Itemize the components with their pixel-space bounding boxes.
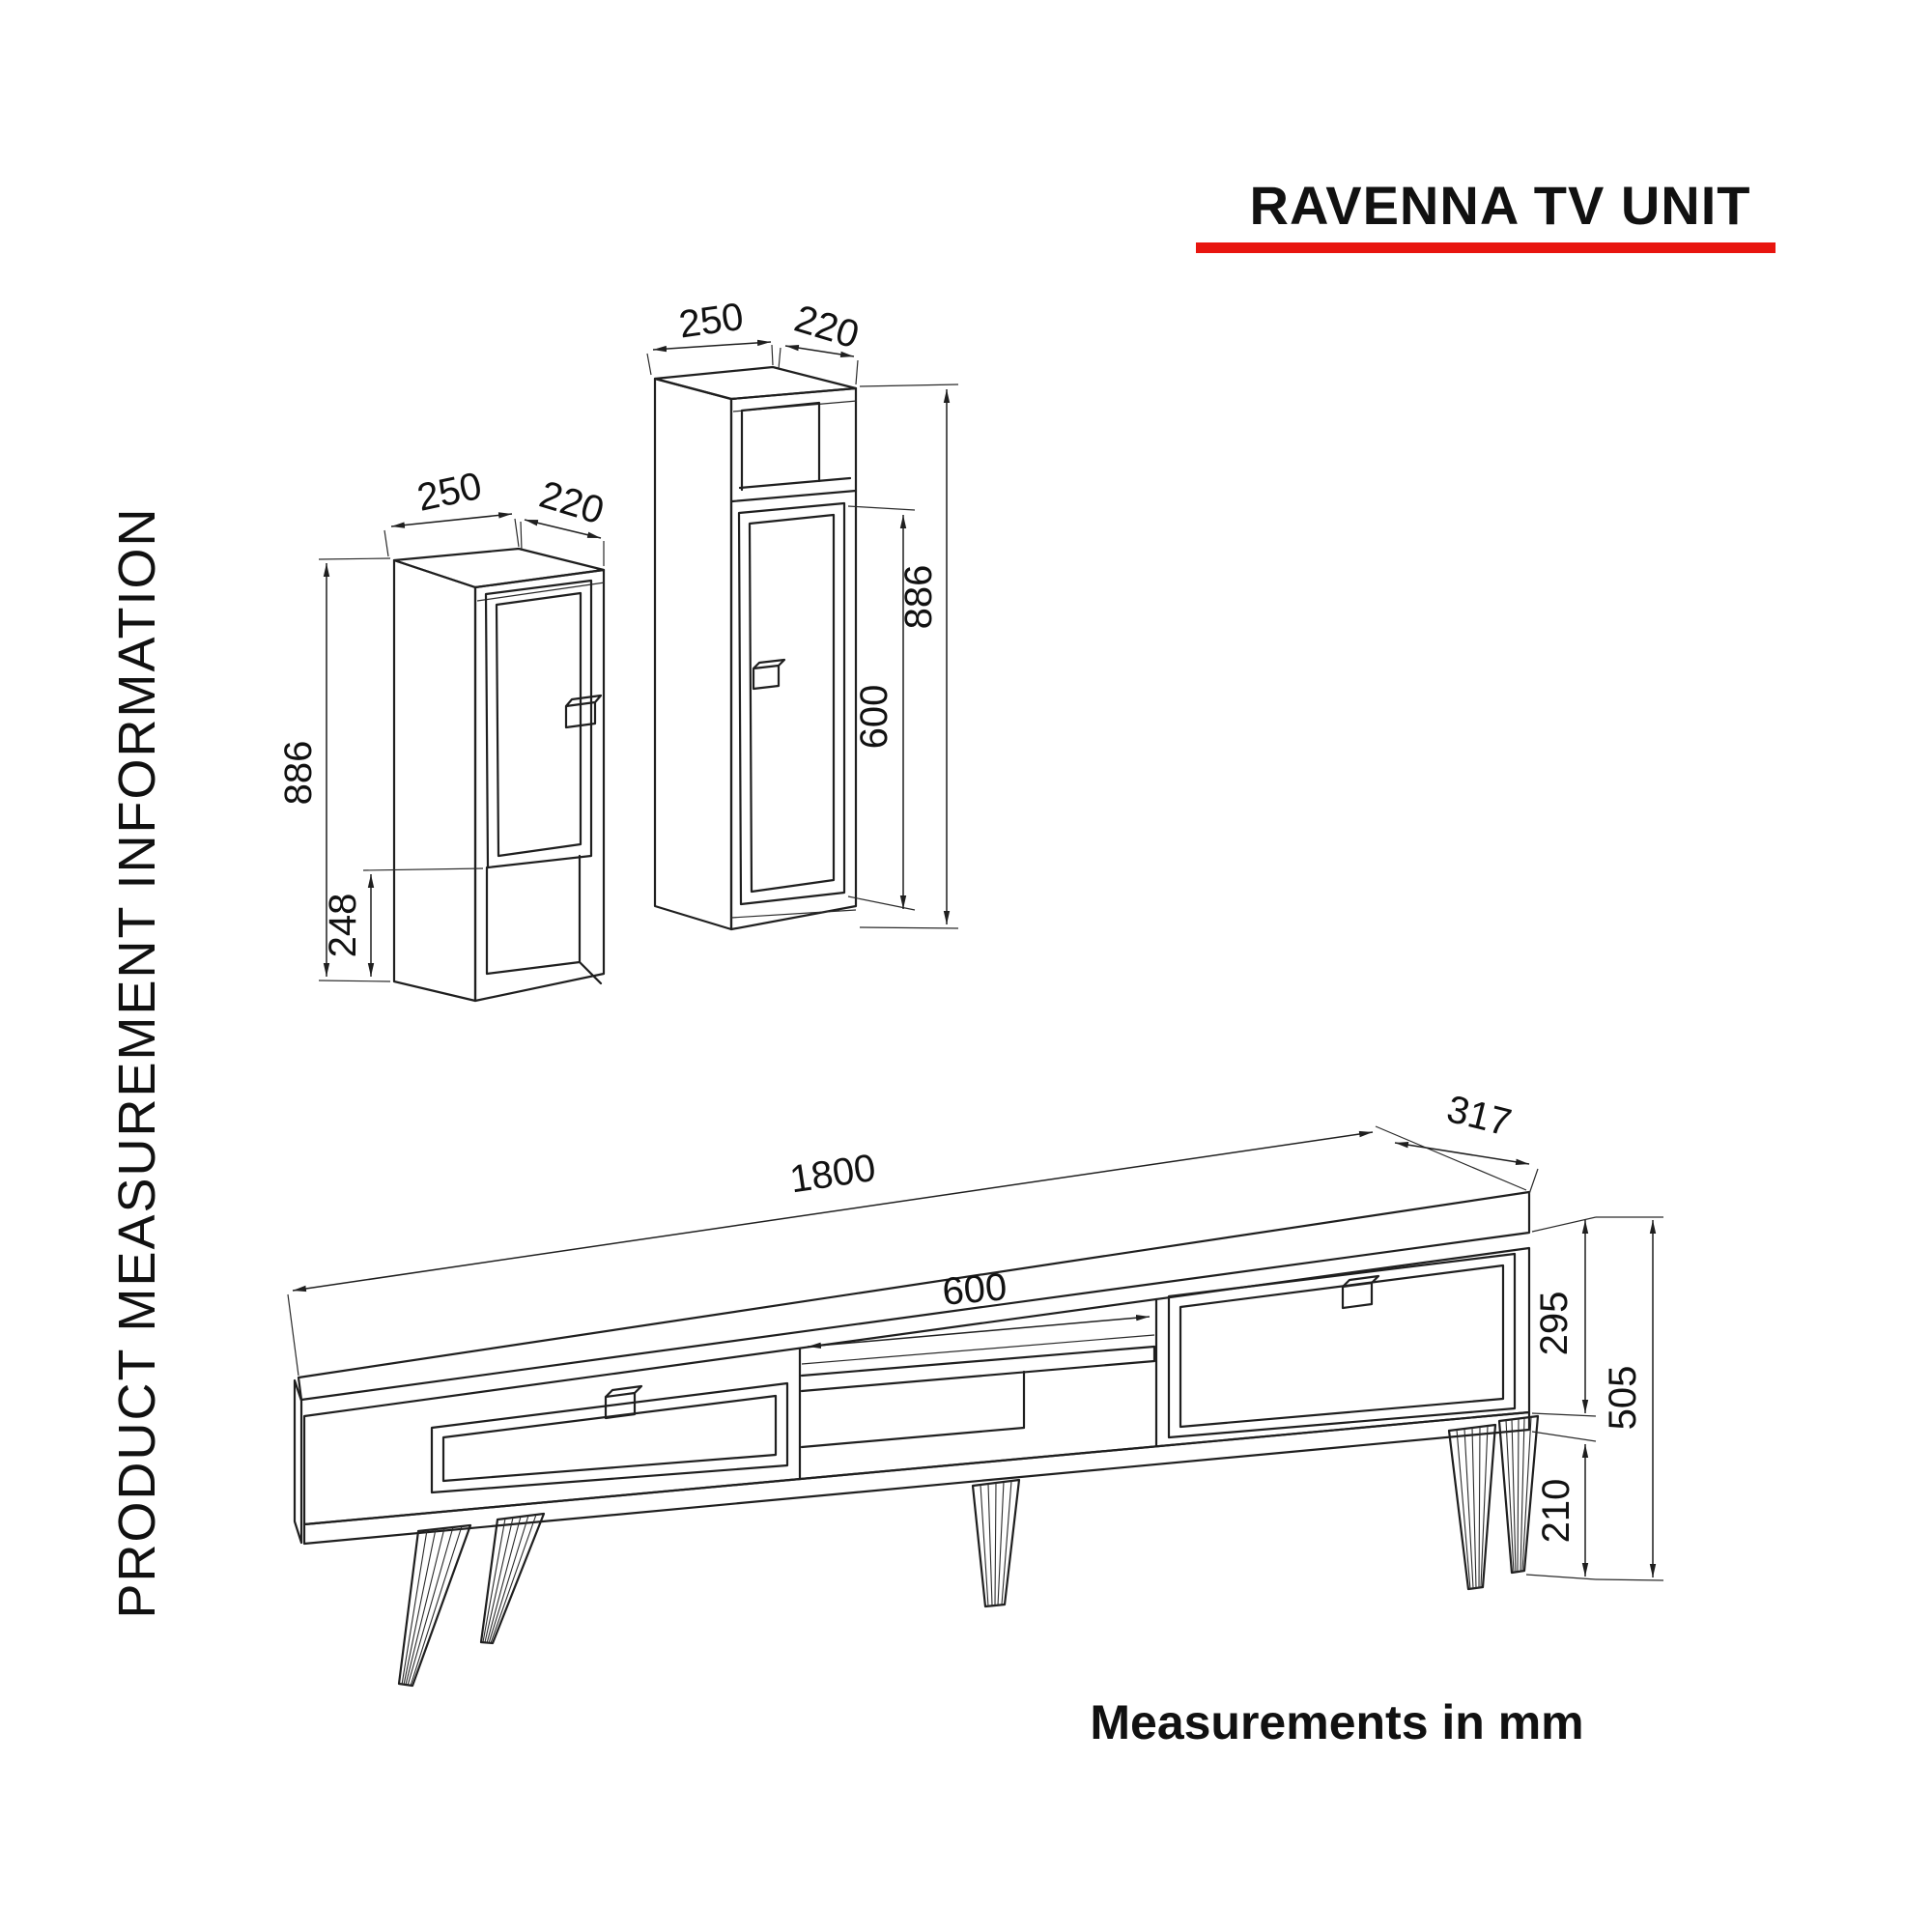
title-underline [1196, 242, 1776, 253]
tv-stand-middle-dividers [798, 1297, 1158, 1481]
wall-cabinet-left: 250 220 886 248 [277, 465, 609, 1003]
cabinet-left-depth-label: 220 [534, 473, 609, 533]
cabinet-left-front-face [473, 568, 606, 1003]
tv-stand-right-door-outer [1167, 1252, 1517, 1439]
tv-stand-body-extensions [1531, 1216, 1597, 1417]
side-label: PRODUCT MEASUREMENT INFORMATION [108, 506, 166, 1618]
leg-back-right [1497, 1414, 1540, 1575]
cabinet-left-top-face [392, 547, 606, 589]
cabinet-left-door-outer [484, 579, 593, 869]
cabinet-right-top-face [653, 365, 858, 401]
tv-stand: 1800 317 600 295 210 505 [287, 1088, 1664, 1688]
page-title: RAVENNA TV UNIT [1250, 175, 1751, 236]
cabinet-right-depth-dimline [784, 344, 855, 358]
cabinet-left-height-label: 886 [277, 741, 320, 806]
tv-stand-side-face [293, 1378, 303, 1545]
tv-stand-depth-dimline [1394, 1142, 1530, 1165]
cabinet-right-side-face [653, 377, 733, 931]
cabinet-left-width-extensions [384, 518, 520, 557]
cabinet-left-door-handle [564, 694, 603, 729]
cabinet-right-width-extensions [646, 344, 774, 376]
tv-stand-right-door-inner [1179, 1264, 1505, 1429]
leg-front-left [397, 1523, 472, 1688]
cabinet-left-open-extension [362, 867, 484, 871]
tv-stand-depth-label: 317 [1442, 1088, 1515, 1145]
tv-stand-left-door-inner [441, 1394, 778, 1483]
cabinet-left-open-label: 248 [322, 894, 364, 958]
cabinet-left-open-section [485, 854, 603, 985]
tv-stand-left-door-handle [604, 1384, 643, 1420]
tv-stand-middle-shelf [800, 1345, 1156, 1393]
wall-cabinet-right: 250 220 886 600 [646, 296, 959, 931]
cabinet-right-height-extensions [859, 384, 959, 929]
cabinet-left-depth-extensions [520, 521, 605, 566]
cabinet-left-height-extensions [318, 557, 391, 982]
tv-stand-width-label: 1800 [787, 1147, 879, 1202]
tv-stand-middle-dimline [807, 1315, 1151, 1349]
cabinet-right-depth-extensions [778, 347, 859, 385]
tv-stand-right-door-handle [1341, 1274, 1380, 1310]
leg-back-left [479, 1512, 546, 1645]
cabinet-right-front-face [729, 386, 858, 931]
footer-note: Measurements in mm [1090, 1695, 1583, 1749]
cabinet-left-width-dimline [390, 512, 513, 528]
tv-stand-legs [397, 1414, 1540, 1688]
tv-stand-body-label: 295 [1533, 1292, 1576, 1356]
cabinet-left-depth-dimline [524, 519, 602, 539]
cabinet-right-width-label: 250 [676, 296, 746, 347]
tv-stand-base [302, 1410, 1531, 1546]
cabinet-left-door-inner [495, 591, 582, 858]
tv-stand-total-label: 505 [1602, 1366, 1644, 1431]
cabinet-left-width-label: 250 [413, 465, 485, 520]
tv-stand-front-face [302, 1246, 1531, 1526]
tv-stand-middle-bottom [800, 1370, 1026, 1449]
tv-stand-leg-extensions [1525, 1431, 1597, 1580]
cabinet-right-base-line [730, 909, 857, 919]
tv-stand-leg-label: 210 [1535, 1479, 1577, 1544]
cabinet-left-side-face [392, 558, 477, 1003]
tv-stand-top-face [297, 1190, 1531, 1402]
cabinet-right-door-handle [752, 658, 786, 691]
tv-stand-middle-label: 600 [941, 1265, 1009, 1314]
cabinet-left-top-edge [476, 582, 606, 602]
tv-stand-width-dimline [292, 1130, 1374, 1293]
cabinet-right-open-section [730, 401, 858, 503]
cabinet-right-width-dimline [652, 339, 772, 353]
tv-stand-middle-back-edge [801, 1334, 1155, 1365]
tv-stand-depth-extension [1528, 1168, 1539, 1195]
cabinet-right-door-inner [748, 513, 836, 894]
cabinet-right-door-label: 600 [853, 685, 895, 750]
cabinet-right-door-outer [737, 501, 846, 906]
tv-stand-left-door-outer [430, 1381, 789, 1494]
tv-stand-total-extensions [1595, 1216, 1664, 1581]
